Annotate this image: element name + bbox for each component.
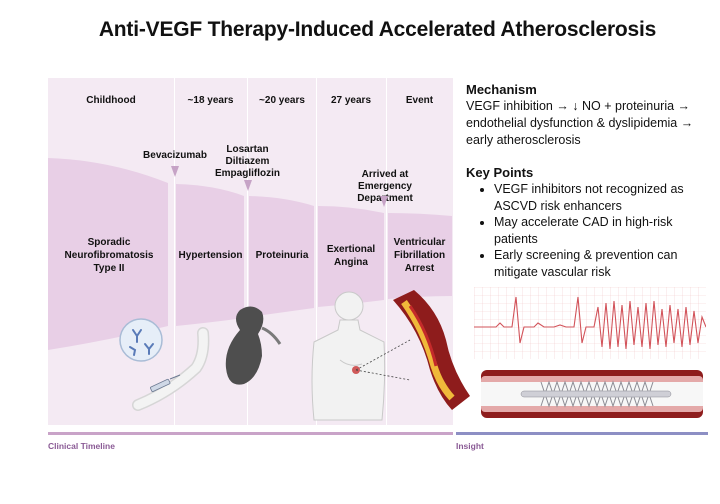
medication-bevacizumab: Bevacizumab bbox=[143, 150, 207, 161]
medication-losartan-diltiazem-empagliflozin: Losartan Diltiazem Empagliflozin bbox=[215, 144, 280, 179]
timeline-header-childhood: Childhood bbox=[86, 95, 136, 106]
ecg-trace-icon bbox=[474, 287, 706, 359]
syringe-arm-icon bbox=[132, 327, 210, 411]
page-title: Anti-VEGF Therapy-Induced Accelerated At… bbox=[98, 18, 657, 41]
stage-shape-angina bbox=[318, 206, 384, 307]
key-point: Early screening & prevention can mitigat… bbox=[494, 247, 710, 280]
key-points-list: VEGF inhibitors not recognized as ASCVD … bbox=[480, 181, 710, 280]
mechanism-text: VEGF inhibition → ↓ NO + proteinuria → e… bbox=[466, 99, 694, 147]
insight-footer-line bbox=[456, 432, 708, 435]
plaque-artery-icon bbox=[393, 290, 470, 410]
stent-icon bbox=[481, 370, 703, 418]
mechanism-heading: Mechanism bbox=[466, 82, 537, 97]
column-divider bbox=[386, 78, 387, 425]
timeline-header-20-years: ~20 years bbox=[259, 95, 305, 106]
stage-shape-hypertension bbox=[176, 184, 244, 326]
stage-label-proteinuria: Proteinuria bbox=[255, 250, 309, 261]
timeline-marker bbox=[380, 196, 388, 207]
stage-label-ventricular-fibrillation: Ventricular Fibrillation Arrest bbox=[393, 237, 446, 274]
column-divider bbox=[247, 78, 248, 425]
key-points-heading: Key Points bbox=[466, 165, 534, 180]
timeline-footer-line bbox=[48, 432, 453, 435]
key-point: VEGF inhibitors not recognized as ASCVD … bbox=[494, 181, 710, 214]
chest-pain-patient-icon bbox=[311, 291, 386, 421]
kidney-icon bbox=[225, 306, 282, 385]
stage-label-exertional-angina: Exertional Angina bbox=[326, 244, 376, 268]
footer-label-clinical-timeline: Clinical Timeline bbox=[48, 441, 115, 451]
column-divider bbox=[316, 78, 317, 425]
timeline-header-18-years: ~18 years bbox=[187, 95, 234, 106]
stage-shape-childhood bbox=[48, 158, 168, 350]
column-divider bbox=[174, 78, 175, 425]
timeline-header-27-years: 27 years bbox=[330, 95, 372, 106]
timeline-header-event: Event bbox=[405, 95, 434, 106]
key-point: May accelerate CAD in high-risk patients bbox=[494, 214, 710, 247]
stage-shape-proteinuria bbox=[249, 196, 314, 317]
timeline-marker bbox=[171, 166, 179, 177]
timeline-marker bbox=[244, 180, 252, 191]
antibody-icon bbox=[119, 318, 163, 362]
stage-label-neurofibromatosis: Sporadic Neurofibromatosis Type II bbox=[64, 237, 154, 274]
footer-label-insight: Insight bbox=[456, 441, 484, 451]
stage-shape-vf-arrest bbox=[388, 213, 452, 299]
stage-label-hypertension: Hypertension bbox=[178, 250, 243, 261]
